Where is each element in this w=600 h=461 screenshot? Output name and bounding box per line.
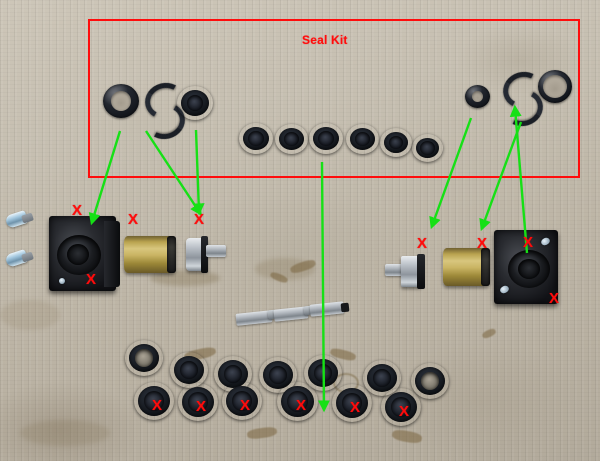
brass-sleeve-left	[124, 236, 176, 273]
o-ring-hole	[543, 75, 567, 98]
x-seal-4: X	[296, 397, 307, 414]
x-seal-1: X	[152, 397, 163, 414]
brass-sleeve-endcap	[167, 236, 176, 273]
x-piston-right: X	[417, 235, 428, 252]
o-ring-hole	[111, 91, 131, 111]
bottom-seal-lower	[277, 382, 318, 421]
lip-seal-ring-inner	[420, 141, 435, 155]
brass-sleeve-right	[443, 248, 490, 286]
piston-left-shaft	[206, 245, 226, 257]
lip-seal-ring-inner	[144, 391, 164, 411]
cardboard-smudge	[20, 420, 110, 446]
lip-seal-ring-inner	[269, 366, 287, 384]
seal-large-o-ring-right	[538, 70, 572, 103]
seal-kit-midrow-item	[380, 128, 412, 157]
x-seal-6: X	[399, 403, 410, 420]
seal-large-o-ring-left	[103, 84, 139, 118]
piston-seal-band	[201, 236, 208, 273]
seal-kit-midrow-item	[239, 123, 273, 154]
seal-small-o-ring-right	[465, 85, 490, 108]
bottom-seal-lower	[134, 382, 174, 420]
seal-kit-midrow-item	[275, 124, 308, 154]
o-ring-hole	[472, 91, 483, 102]
lip-seal-ring-inner	[421, 372, 439, 390]
lip-seal-ring-inner	[248, 131, 264, 146]
bottom-seal-upper	[259, 357, 297, 393]
seal-kit-bounding-box	[88, 19, 580, 178]
x-brass-right: X	[477, 235, 488, 252]
lip-seal-ring-inner	[373, 369, 391, 387]
x-brass-left: X	[128, 211, 139, 228]
lip-seal-ring-inner	[284, 132, 299, 146]
seal-kit-midrow-item	[412, 134, 443, 162]
bottom-seal-upper	[170, 352, 208, 388]
bottom-seal-upper	[363, 360, 401, 396]
seal-kit-midrow-item	[346, 124, 379, 154]
x-seal-2: X	[196, 398, 207, 415]
x-left-body-top: X	[72, 202, 83, 219]
body-bore-inner	[67, 244, 89, 265]
x-left-body-bottom: X	[86, 271, 97, 288]
x-right-body-bottom: X	[549, 290, 560, 307]
piston-right-shaft	[385, 264, 405, 276]
bottom-seal-upper	[214, 356, 252, 392]
black-caliper-body-left-side	[104, 221, 120, 287]
x-seal-3: X	[240, 397, 251, 414]
x-seal-5: X	[350, 399, 361, 416]
piston-left-head	[186, 236, 208, 273]
piston-right-head	[401, 254, 425, 289]
bottom-seal-lower	[381, 388, 421, 426]
arrow-right-body-to-crescent	[509, 104, 529, 254]
lip-seal-ring-inner	[188, 392, 208, 412]
arrow-lipseal-to-brass-left	[192, 129, 205, 216]
lip-seal-ring-inner	[355, 132, 370, 146]
x-right-body-top: X	[523, 234, 534, 251]
lip-seal-ring-inner	[342, 393, 362, 413]
arrow-small-oring-to-piston-right	[429, 117, 473, 230]
lip-seal-ring-inner	[391, 397, 411, 417]
bottom-seal-lower	[178, 383, 218, 421]
body-marker-dot	[59, 278, 65, 284]
arrows-group	[88, 104, 529, 413]
bottom-seal-lower	[222, 382, 262, 420]
lip-seal-ring-inner	[389, 136, 403, 149]
arrow-crescent-to-piston-left	[144, 130, 202, 216]
seal-kit-label: Seal Kit	[302, 33, 348, 47]
cardboard-smudge	[0, 300, 60, 330]
bottom-seal-lower	[332, 384, 372, 422]
lip-seal-ring-inner	[135, 349, 153, 367]
piston-seal-band	[417, 254, 425, 289]
arrow-midrow-to-bottom-seals	[317, 161, 330, 413]
body-bore-inner	[518, 259, 540, 279]
lip-seal-ring-inner	[318, 131, 334, 146]
seal-lip-seal-left	[177, 86, 213, 120]
lip-seal-ring-inner	[187, 95, 203, 111]
brass-sleeve-endcap	[481, 248, 490, 286]
lip-seal-ring-inner	[224, 365, 242, 383]
lip-seal-ring-inner	[180, 361, 198, 379]
lip-seal-ring-inner	[232, 391, 252, 411]
lip-seal-ring-inner	[287, 391, 308, 412]
seal-kit-midrow-item	[309, 123, 343, 154]
bottom-seal-upper	[125, 340, 163, 376]
bottom-seal-upper	[411, 363, 449, 399]
arrow-crescent-right-to-brass	[479, 121, 523, 232]
cardboard-smudge	[150, 270, 220, 286]
x-piston-left: X	[194, 211, 205, 228]
arrow-oring-large-to-left-body	[88, 130, 122, 226]
